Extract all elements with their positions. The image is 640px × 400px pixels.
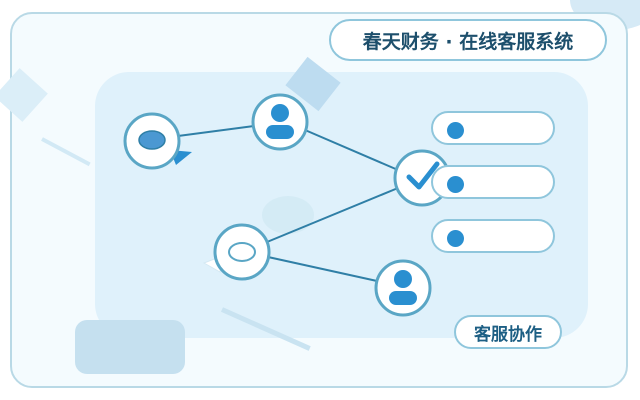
- chat-bubble-icon: [123, 112, 192, 170]
- page-title: 春天财务 · 在线客服系统: [329, 19, 607, 61]
- list-item: [431, 219, 555, 253]
- list-item: [431, 165, 555, 199]
- connector-line: [266, 187, 399, 243]
- decorative-blob: [262, 196, 314, 234]
- list-item: [431, 111, 555, 145]
- user-avatar-icon: [251, 93, 309, 151]
- chat-bubble-outline-icon: [202, 223, 271, 281]
- dot-icon: [447, 122, 464, 139]
- collaboration-tag: 客服协作: [454, 315, 562, 349]
- connector-line: [267, 256, 378, 282]
- connector-line: [177, 125, 255, 137]
- connector-line: [304, 129, 399, 171]
- dot-icon: [447, 176, 464, 193]
- dot-icon: [447, 230, 464, 247]
- user-avatar-icon: [374, 259, 432, 317]
- decorative-block: [75, 320, 185, 374]
- connection-lines: [177, 125, 399, 282]
